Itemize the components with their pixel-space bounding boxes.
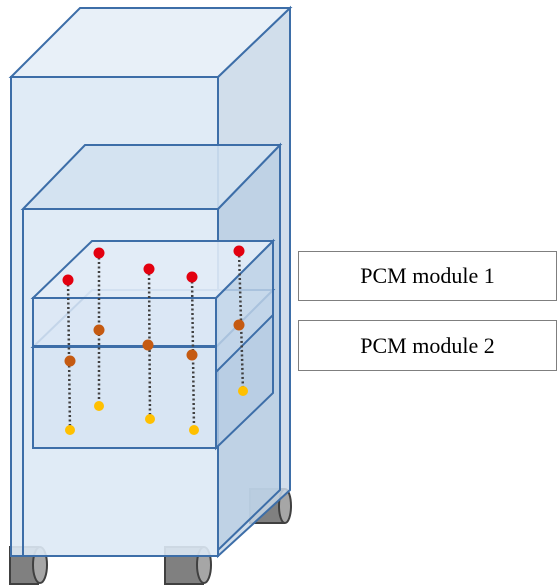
- pcm-module-1-label: PCM module 1: [298, 251, 557, 301]
- sensor-bottom-5: [238, 386, 248, 396]
- sensor-probes: [62, 245, 248, 435]
- sensor-top-5: [233, 245, 245, 257]
- pcm-module-2-label-text: PCM module 2: [360, 332, 495, 358]
- sensor-middle-3: [142, 339, 154, 351]
- sensor-top-1: [62, 274, 74, 286]
- sensor-probe-5: [233, 245, 248, 396]
- sensor-bottom-2: [94, 401, 104, 411]
- sensor-middle-2: [93, 324, 105, 336]
- sensor-top-2: [93, 247, 105, 259]
- sensor-top-4: [186, 271, 198, 283]
- module-1-front-face: [32, 297, 217, 347]
- sensor-middle-4: [186, 349, 198, 361]
- sensor-probe-1: [62, 274, 76, 435]
- sensor-probe-4: [186, 271, 199, 435]
- pcm-module-1-box: [30, 238, 276, 375]
- sensor-bottom-1: [65, 425, 75, 435]
- sensor-probe-2: [93, 247, 105, 411]
- pcm-module-2-label: PCM module 2: [298, 320, 557, 371]
- sensor-middle-5: [233, 319, 245, 331]
- sensor-bottom-3: [145, 414, 155, 424]
- sensor-middle-1: [64, 355, 76, 367]
- sensor-top-3: [143, 263, 155, 275]
- pcm-module-1-label-text: PCM module 1: [360, 263, 495, 288]
- module-2-front-face: [32, 346, 217, 449]
- sensor-bottom-4: [189, 425, 199, 435]
- sensor-probe-3: [142, 263, 155, 424]
